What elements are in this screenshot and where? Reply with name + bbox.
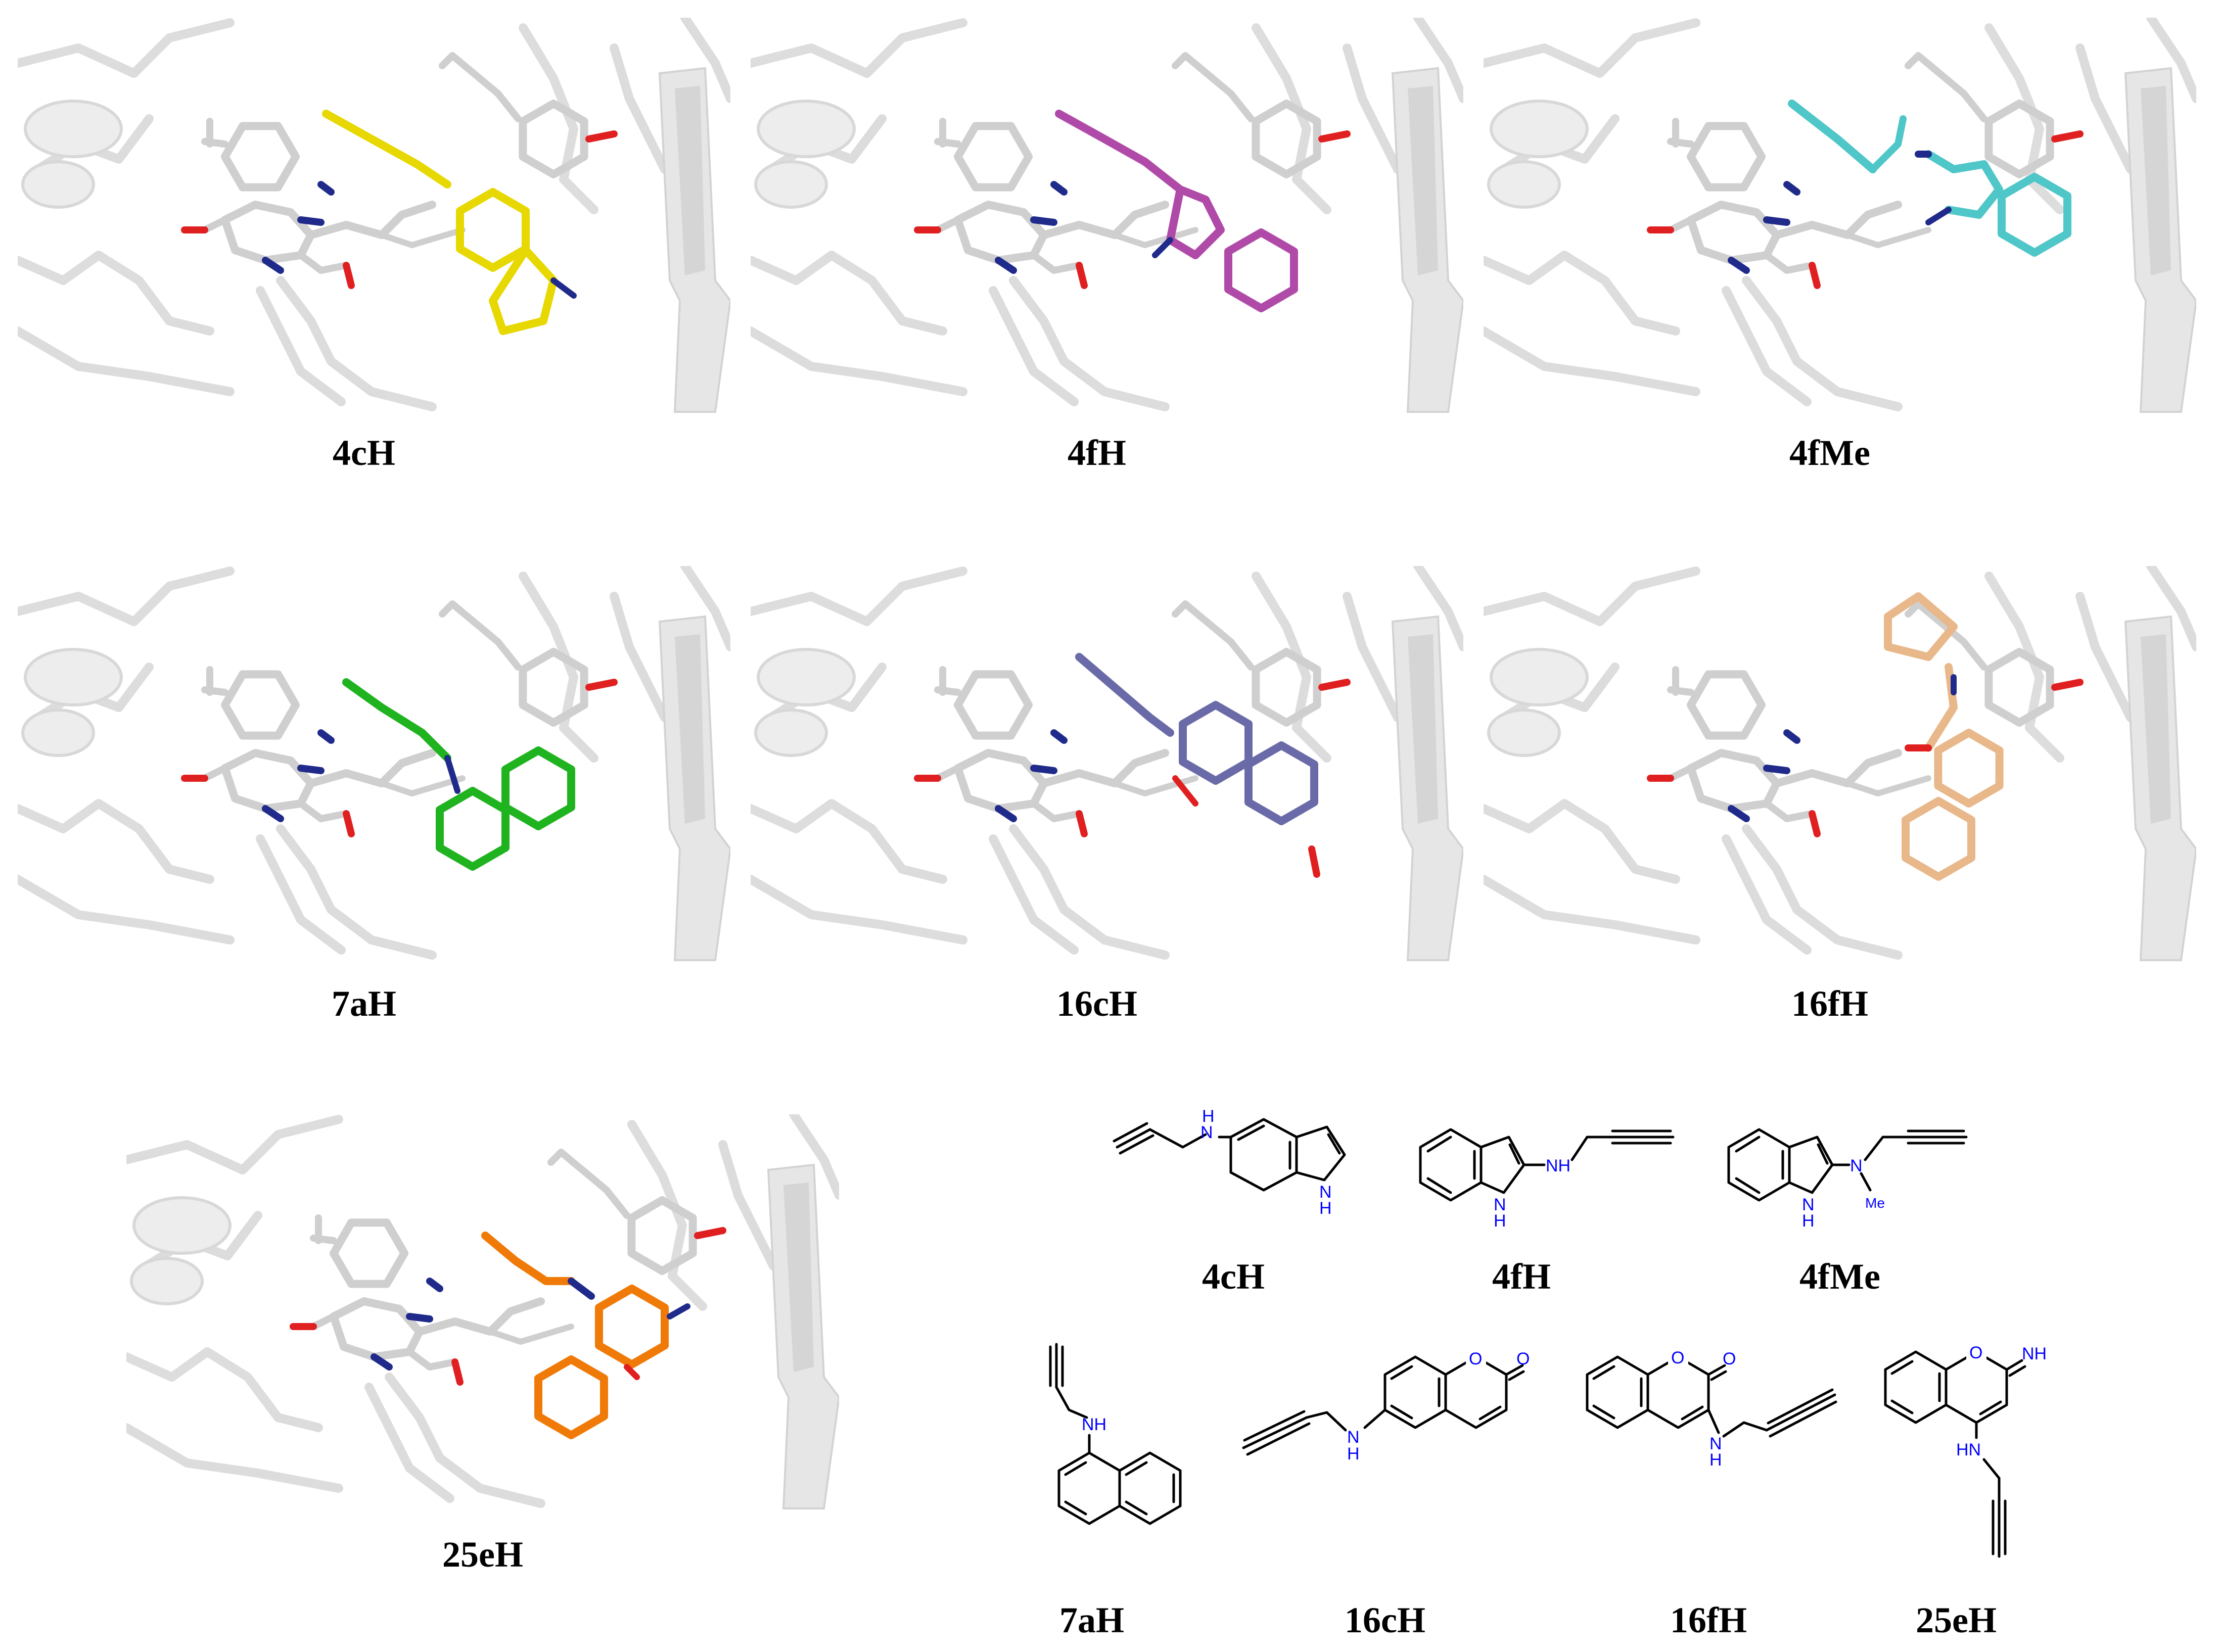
cofactor-sticks: [181, 52, 618, 289]
cofactor-sticks: [1647, 600, 2084, 837]
structure-4fMe: N Me N H: [1719, 1107, 2002, 1248]
docking-panel-25eH: [126, 1114, 839, 1511]
structure-4cH-atom-n: N: [1200, 1123, 1213, 1142]
structure-4fH-atom-n: N: [1494, 1195, 1506, 1214]
structure-16cH: O O N H: [1213, 1329, 1530, 1546]
docking-panel-4fH: [751, 18, 1463, 414]
structure-16cH-atom-h: H: [1347, 1444, 1360, 1464]
protein-ribbon: [18, 18, 730, 413]
structure-16fH-atom-o2: O: [1723, 1349, 1736, 1368]
structure-caption-25eH: 25eH: [1916, 1600, 1997, 1640]
structure-16fH-atom-n: N: [1709, 1434, 1722, 1453]
structure-25eH-atom-o: O: [1969, 1343, 1982, 1362]
structure-4cH-atom-h2: H: [1319, 1199, 1332, 1218]
docking-panel-16cH: [751, 566, 1463, 963]
structure-25eH-atom-nh: NH: [2022, 1344, 2047, 1363]
docking-view: [18, 566, 730, 961]
structure-16cH-atom-o2: O: [1516, 1349, 1530, 1368]
structure-4fH: NH N H: [1410, 1107, 1693, 1248]
panel-caption-4fH: 4fH: [1068, 433, 1126, 473]
docking-view: [126, 1114, 839, 1509]
panel-caption-25eH: 25eH: [442, 1534, 523, 1575]
structure-4fH-atom-nh: NH: [1546, 1156, 1570, 1175]
ligand-sticks: [1075, 653, 1320, 878]
structure-caption-4fH: 4fH: [1492, 1256, 1551, 1297]
structure-16fH: O O N H: [1572, 1329, 1855, 1546]
protein-ribbon: [1484, 18, 2196, 413]
structure-16fH-atom-o1: O: [1671, 1348, 1684, 1367]
protein-ribbon: [126, 1114, 839, 1509]
ligand-sticks: [322, 110, 577, 335]
ligand-sticks: [1884, 592, 2004, 881]
panel-caption-7aH: 7aH: [331, 983, 396, 1024]
structure-4fMe-atom-me: Me: [1865, 1195, 1885, 1211]
panel-caption-16cH: 16cH: [1056, 983, 1137, 1024]
structure-4fMe-atom-n2: N: [1802, 1195, 1815, 1214]
ligand-sticks: [1055, 110, 1298, 312]
structure-caption-16cH: 16cH: [1345, 1600, 1425, 1640]
protein-ribbon: [751, 566, 1463, 961]
docking-view: [1484, 18, 2196, 413]
cofactor-sticks: [181, 600, 618, 837]
structure-4fH-atom-h: H: [1494, 1211, 1506, 1231]
structure-4fMe-atom-h: H: [1802, 1211, 1815, 1231]
structure-caption-4cH: 4cH: [1202, 1256, 1265, 1297]
protein-ribbon: [751, 18, 1463, 413]
protein-ribbon: [1484, 566, 2196, 961]
structure-caption-4fMe: 4fMe: [1799, 1256, 1880, 1297]
panel-caption-16fH: 16fH: [1791, 983, 1868, 1024]
docking-panel-16fH: [1484, 566, 2196, 963]
ligand-sticks: [342, 678, 575, 871]
docking-panel-7aH: [18, 566, 730, 963]
structure-caption-16fH: 16fH: [1670, 1600, 1747, 1640]
structure-4cH-atom-h: H: [1202, 1107, 1215, 1126]
protein-ribbon: [18, 566, 730, 961]
docking-panel-4fMe: [1484, 18, 2196, 414]
docking-view: [751, 18, 1463, 413]
structure-16cH-atom-o1: O: [1469, 1349, 1482, 1368]
structure-4cH: H N N H: [1102, 1107, 1380, 1248]
structure-4fMe-atom-n: N: [1850, 1156, 1863, 1175]
structure-25eH: O NH HN: [1870, 1314, 2093, 1567]
structure-16fH-atom-h: H: [1709, 1450, 1722, 1470]
ligand-sticks: [481, 1232, 690, 1439]
docking-view: [1484, 566, 2196, 961]
panel-caption-4cH: 4cH: [333, 433, 395, 473]
docking-view: [751, 566, 1463, 961]
structure-16cH-atom-n: N: [1347, 1428, 1360, 1447]
cofactor-sticks: [1647, 52, 2084, 289]
cofactor-sticks: [290, 1149, 726, 1386]
structure-7aH-atom-nh: NH: [1082, 1415, 1106, 1434]
cofactor-sticks: [914, 52, 1351, 289]
docking-panel-4cH: [18, 18, 730, 414]
structure-25eH-atom-hn: HN: [1956, 1440, 1981, 1459]
panel-caption-4fMe: 4fMe: [1789, 433, 1870, 473]
structure-caption-7aH: 7aH: [1059, 1600, 1124, 1640]
ligand-sticks: [1788, 100, 2071, 257]
structure-7aH: NH: [1021, 1329, 1183, 1546]
docking-view: [18, 18, 730, 413]
cofactor-sticks: [914, 600, 1351, 837]
structure-4cH-atom-n2: N: [1319, 1183, 1332, 1202]
